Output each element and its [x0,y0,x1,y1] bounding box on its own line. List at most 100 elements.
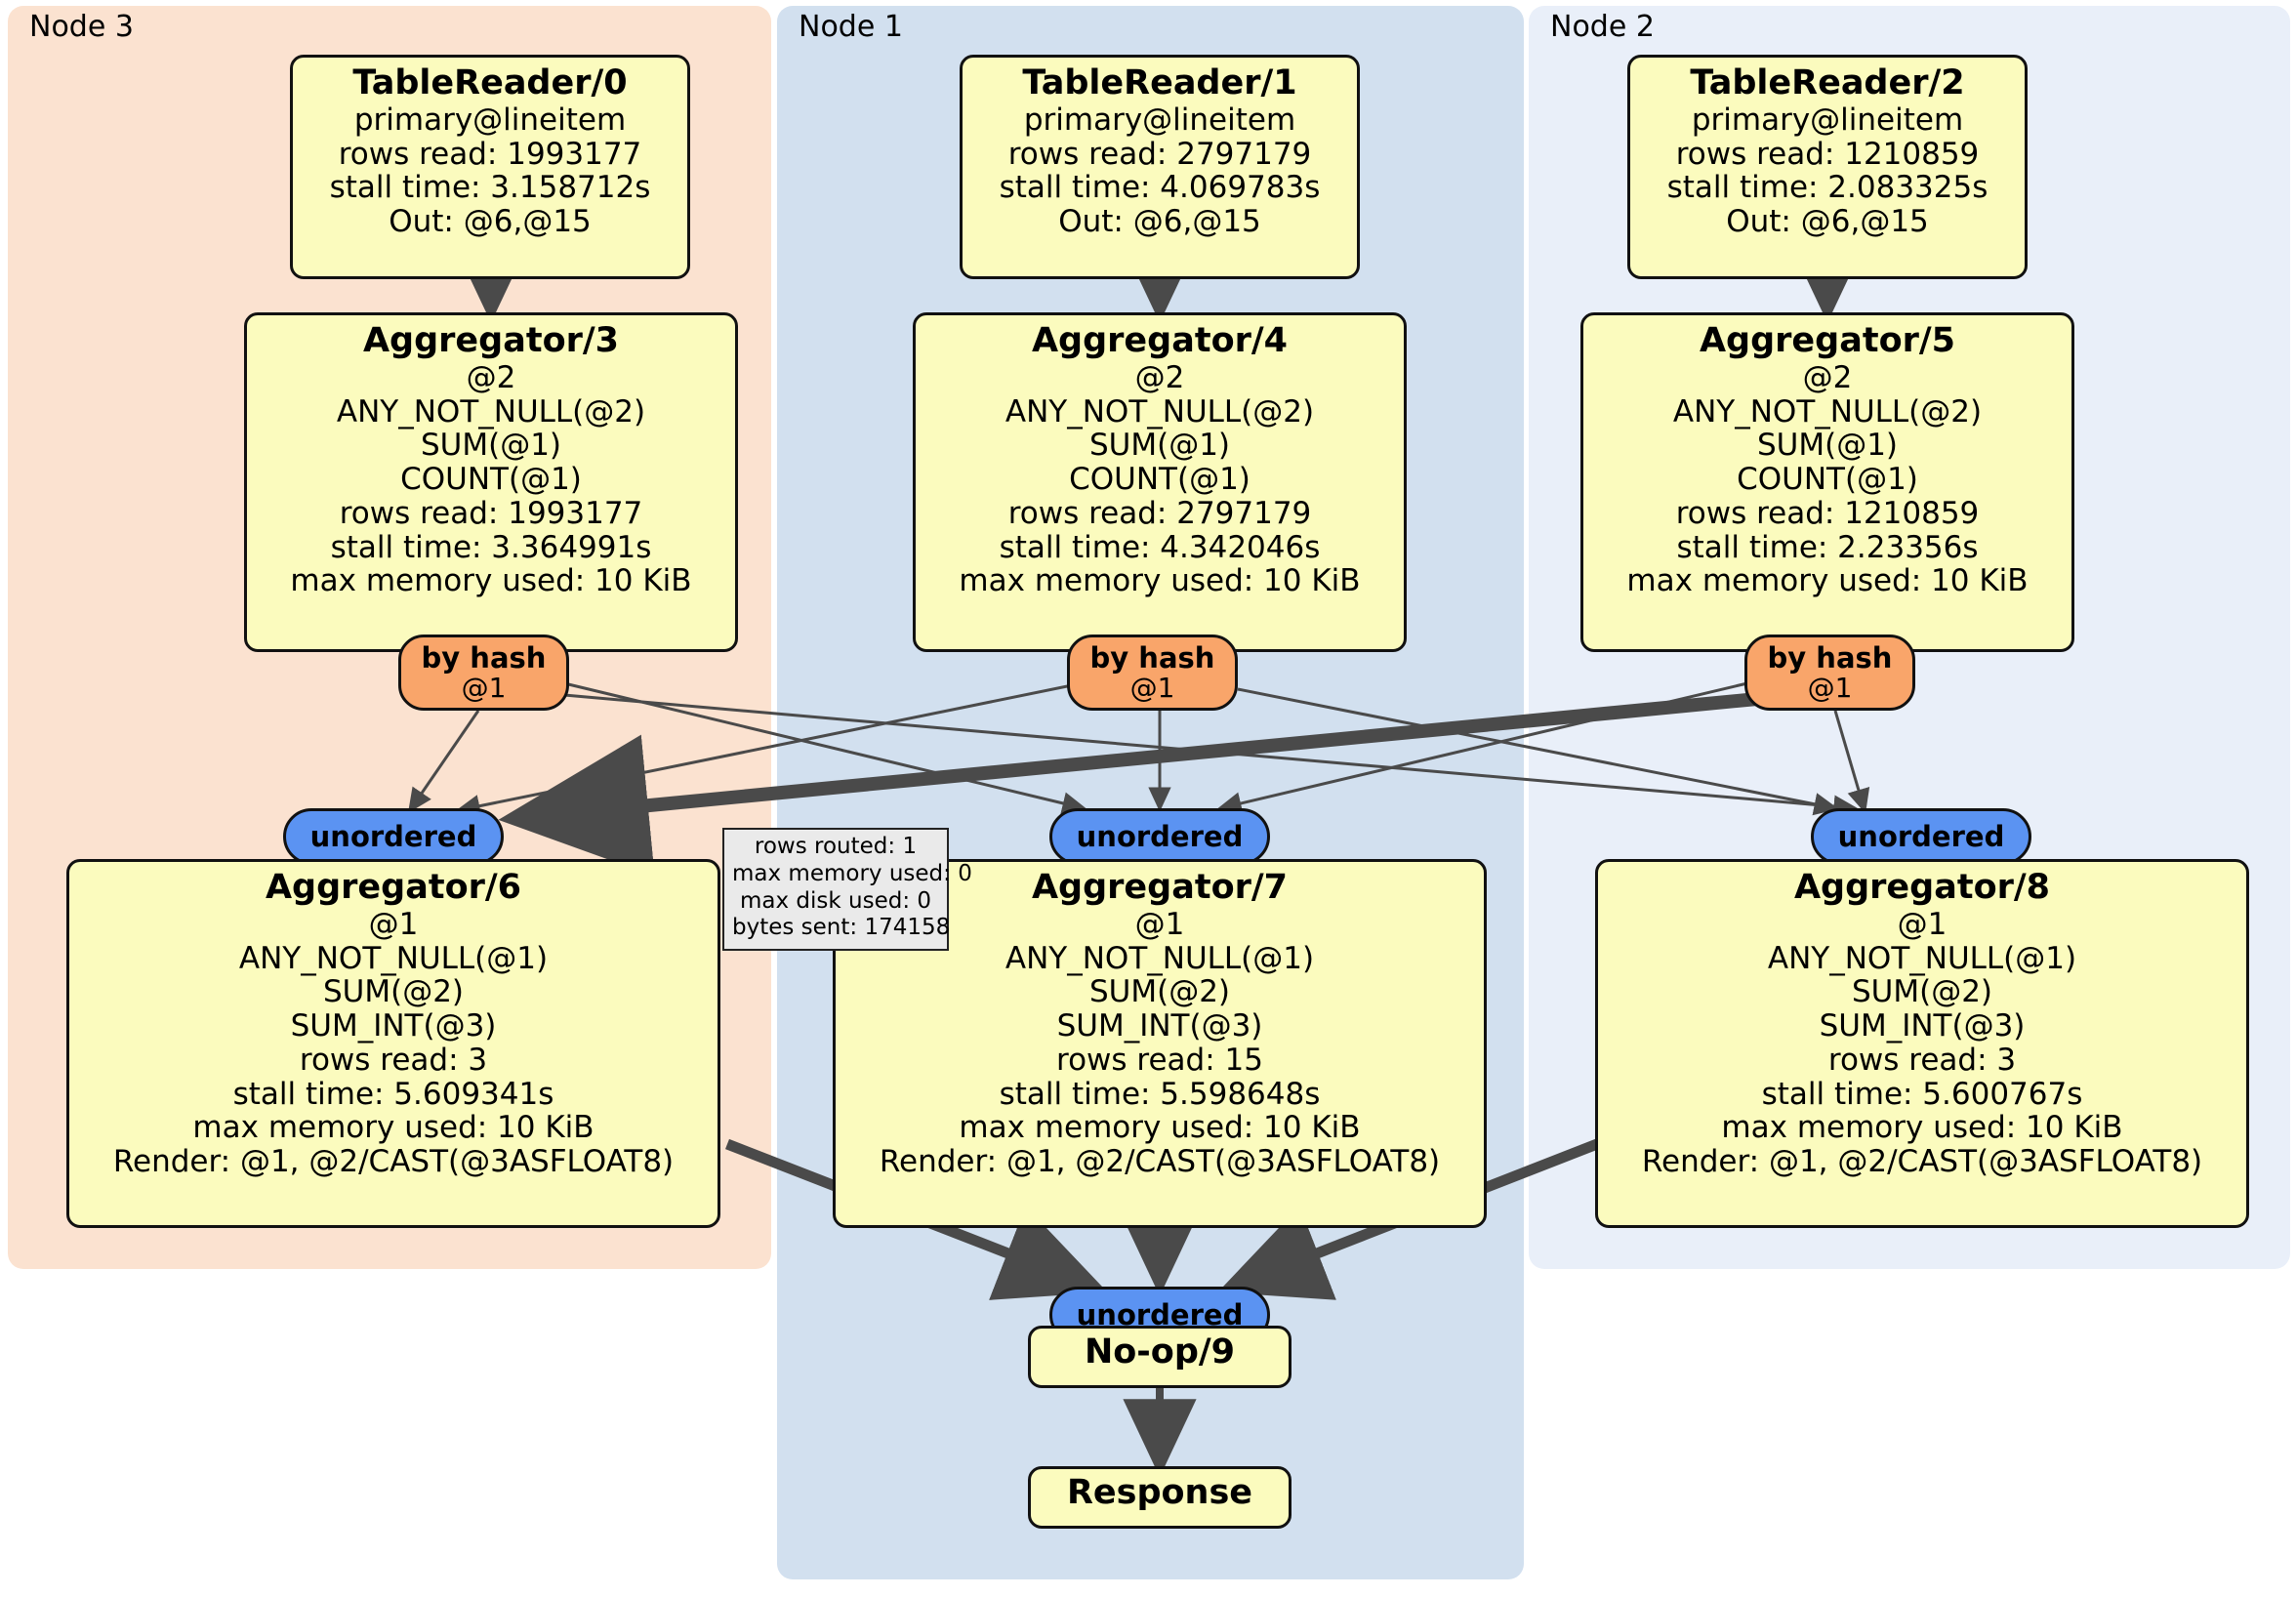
processor-detail-agg-3: SUM_INT(@3) [290,1008,497,1044]
processor-aggregator-6[interactable]: Aggregator/6 @1 ANY_NOT_NULL(@1) SUM(@2)… [66,859,720,1228]
processor-response[interactable]: Response [1028,1466,1292,1529]
processor-detail-rows-read: rows read: 1210859 [1675,136,1980,172]
processor-detail-agg-1: ANY_NOT_NULL(@1) [1767,940,2077,976]
cluster-node-1-label: Node 1 [799,10,903,44]
processor-detail-index: primary@lineitem [1023,102,1296,138]
synchronizer-unordered-node-2[interactable]: unordered [1811,808,2031,865]
processor-detail-stall-time: stall time: 3.364991s [330,529,652,565]
processor-detail-agg-3: COUNT(@1) [400,462,582,498]
processor-detail-agg-2: SUM(@1) [420,428,562,464]
processor-title: No-op/9 [1084,1332,1236,1372]
processor-detail-group-by: @2 [1802,359,1853,395]
processor-detail-render: Render: @1, @2/CAST(@3ASFLOAT8) [1641,1143,2203,1179]
synchronizer-unordered-node-1[interactable]: unordered [1049,808,1270,865]
tooltip-max-disk-used: max disk used: 0 [739,887,932,914]
processor-detail-rows-read: rows read: 15 [1056,1042,1263,1078]
processor-title: Aggregator/5 [1699,321,1956,360]
processor-title: Aggregator/3 [362,321,620,360]
processor-detail-render: Render: @1, @2/CAST(@3ASFLOAT8) [112,1143,675,1179]
processor-detail-agg-2: SUM(@1) [1088,428,1231,464]
processor-detail-group-by: @2 [1134,359,1185,395]
processor-detail-rows-read: rows read: 3 [299,1042,488,1078]
processor-detail-out: Out: @6,@15 [389,204,592,240]
processor-detail-rows-read: rows read: 3 [1827,1042,2017,1078]
synchronizer-label: unordered [1076,1297,1244,1331]
processor-aggregator-3[interactable]: Aggregator/3 @2 ANY_NOT_NULL(@2) SUM(@1)… [244,312,738,652]
processor-detail-stall-time: stall time: 3.158712s [329,170,651,206]
processor-detail-agg-2: SUM(@1) [1756,428,1899,464]
processor-detail-group-by: @1 [1897,906,1948,942]
processor-detail-agg-1: ANY_NOT_NULL(@2) [1672,393,1983,430]
router-title: by hash [1089,641,1215,676]
tooltip-rows-routed: rows routed: 1 [754,834,918,859]
processor-detail-agg-1: ANY_NOT_NULL(@1) [238,940,549,976]
processor-detail-agg-3: SUM_INT(@3) [1819,1008,2026,1044]
processor-detail-stall-time: stall time: 4.069783s [999,170,1321,206]
processor-detail-out: Out: @6,@15 [1726,204,1929,240]
router-by-hash-node-2[interactable]: by hash @1 [1744,635,1915,711]
processor-detail-agg-1: ANY_NOT_NULL(@2) [1004,393,1315,430]
processor-detail-agg-3: COUNT(@1) [1737,462,1918,498]
processor-detail-agg-2: SUM(@2) [1088,974,1231,1010]
processor-detail-rows-read: rows read: 1993177 [338,136,642,172]
processor-title: TableReader/1 [1022,63,1297,102]
processor-detail-max-memory: max memory used: 10 KiB [959,1110,1361,1146]
processor-detail-stall-time: stall time: 5.598648s [999,1076,1321,1112]
processor-detail-agg-3: SUM_INT(@3) [1056,1008,1263,1044]
processor-detail-out: Out: @6,@15 [1058,204,1261,240]
processor-detail-max-memory: max memory used: 10 KiB [192,1110,594,1146]
processor-detail-group-by: @1 [1134,906,1185,942]
router-by-hash-node-3[interactable]: by hash @1 [398,635,569,711]
processor-detail-max-memory: max memory used: 10 KiB [290,563,692,599]
processor-title: TableReader/2 [1690,63,1965,102]
processor-detail-render: Render: @1, @2/CAST(@3ASFLOAT8) [879,1143,1441,1179]
synchronizer-label: unordered [1837,819,2005,853]
processor-detail-rows-read: rows read: 2797179 [1007,136,1312,172]
router-by-hash-node-1[interactable]: by hash @1 [1067,635,1238,711]
processor-detail-agg-3: COUNT(@1) [1069,462,1250,498]
processor-detail-group-by: @2 [466,359,516,395]
router-column: @1 [1807,671,1853,704]
router-title: by hash [421,641,547,676]
processor-table-reader-1[interactable]: TableReader/1 primary@lineitem rows read… [960,55,1360,279]
cluster-node-3-label: Node 3 [29,10,134,44]
stream-stats-tooltip: rows routed: 1 max memory used: 0 max di… [722,828,972,951]
cluster-node-2-label: Node 2 [1550,10,1655,44]
processor-title: Aggregator/6 [265,868,522,907]
processor-detail-index: primary@lineitem [353,102,627,138]
processor-detail-stall-time: stall time: 5.600767s [1761,1076,2083,1112]
processor-detail-max-memory: max memory used: 10 KiB [1626,563,2029,599]
synchronizer-label: unordered [309,819,477,853]
processor-detail-rows-read: rows read: 1993177 [339,495,643,531]
processor-aggregator-7[interactable]: Aggregator/7 @1 ANY_NOT_NULL(@1) SUM(@2)… [833,859,1487,1228]
processor-detail-max-memory: max memory used: 10 KiB [959,563,1361,599]
tooltip-max-memory-used: max memory used: 0 [732,860,972,886]
processor-detail-agg-1: ANY_NOT_NULL(@2) [336,393,646,430]
processor-title: TableReader/0 [352,63,628,102]
synchronizer-label: unordered [1076,819,1244,853]
processor-aggregator-4[interactable]: Aggregator/4 @2 ANY_NOT_NULL(@2) SUM(@1)… [913,312,1407,652]
router-title: by hash [1767,641,1893,676]
processor-table-reader-0[interactable]: TableReader/0 primary@lineitem rows read… [290,55,690,279]
processor-detail-agg-2: SUM(@2) [1851,974,1993,1010]
synchronizer-unordered-node-3[interactable]: unordered [283,808,504,865]
processor-title: Aggregator/7 [1031,868,1289,907]
processor-aggregator-5[interactable]: Aggregator/5 @2 ANY_NOT_NULL(@2) SUM(@1)… [1580,312,2074,652]
processor-detail-agg-2: SUM(@2) [322,974,465,1010]
router-column: @1 [1129,671,1175,704]
processor-detail-agg-1: ANY_NOT_NULL(@1) [1004,940,1315,976]
processor-no-op-9[interactable]: No-op/9 [1028,1326,1292,1388]
processor-detail-stall-time: stall time: 2.23356s [1676,529,1979,565]
processor-aggregator-8[interactable]: Aggregator/8 @1 ANY_NOT_NULL(@1) SUM(@2)… [1595,859,2249,1228]
processor-detail-index: primary@lineitem [1691,102,1964,138]
processor-detail-stall-time: stall time: 5.609341s [232,1076,554,1112]
router-column: @1 [461,671,507,704]
processor-title: Response [1066,1473,1253,1512]
processor-detail-rows-read: rows read: 2797179 [1007,495,1312,531]
processor-title: Aggregator/8 [1793,868,2051,907]
processor-detail-max-memory: max memory used: 10 KiB [1721,1110,2123,1146]
processor-table-reader-2[interactable]: TableReader/2 primary@lineitem rows read… [1627,55,2028,279]
tooltip-bytes-sent: bytes sent: 174158 [732,915,951,941]
processor-detail-stall-time: stall time: 2.083325s [1666,170,1988,206]
